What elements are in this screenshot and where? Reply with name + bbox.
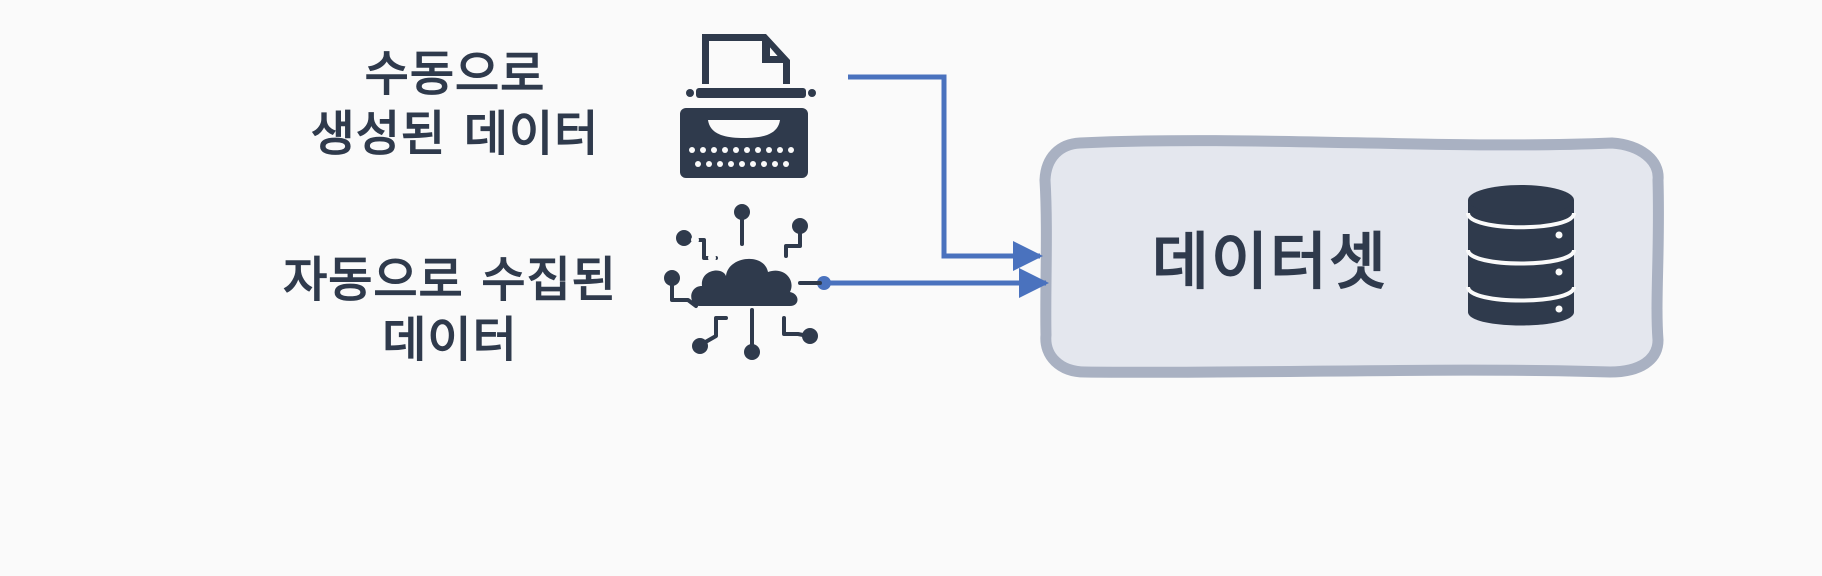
manual-data-label: 수동으로 생성된 데이터 <box>290 44 620 164</box>
automatic-data-label-line-1: 자동으로 수집된 <box>283 252 617 308</box>
dataset-title: 데이터셋 <box>1151 225 1389 298</box>
manual-data-label-line-1: 수동으로 <box>364 46 546 102</box>
arrow-manual-to-dataset <box>848 74 1043 271</box>
cloud-network-icon <box>664 204 822 360</box>
automatic-data-label: 자동으로 수집된 데이터 <box>260 250 640 370</box>
typewriter-icon <box>680 34 816 178</box>
manual-data-label-line-2: 생성된 데이터 <box>310 106 600 162</box>
automatic-data-label-line-2: 데이터 <box>382 312 518 368</box>
database-icon <box>1466 185 1576 326</box>
